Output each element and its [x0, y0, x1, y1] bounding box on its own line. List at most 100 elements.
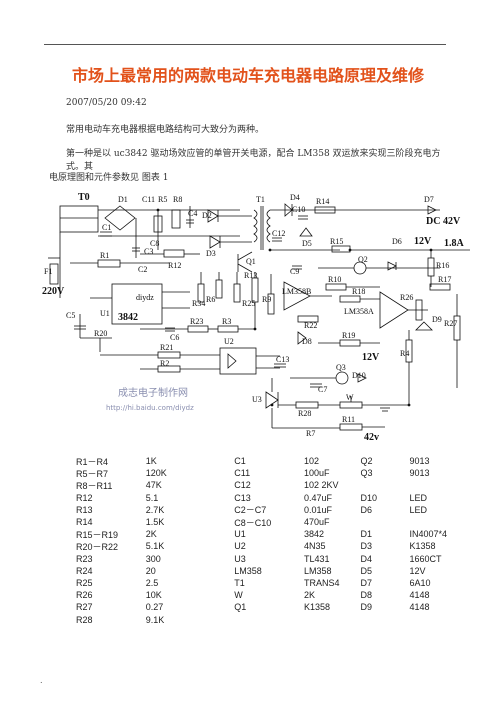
label-R1: R1	[100, 251, 109, 260]
label-v12a: 12V	[414, 236, 432, 247]
circuit-diagram: T0 D1 C11 R5 R8 C4 D2 T1 D4 C10 R14 D7 D…	[40, 188, 470, 443]
parts-cell: 20	[145, 565, 156, 576]
parts-cell: U1	[234, 529, 246, 540]
parts-cell: 4N35	[303, 541, 326, 552]
parts-cell: C13	[234, 492, 251, 503]
label-R25: R25	[242, 299, 255, 308]
parts-cell: K1358	[303, 602, 330, 613]
parts-cell: 9013	[409, 456, 430, 467]
parts-cell: R14	[76, 517, 93, 528]
parts-cell: W	[234, 590, 243, 601]
parts-cell: 2.5	[145, 577, 159, 588]
label-C8: C8	[150, 239, 159, 248]
parts-cell: D6	[360, 504, 372, 515]
label-D3: D3	[206, 249, 216, 258]
label-C12: C12	[272, 229, 285, 238]
label-dc42: DC 42V	[426, 216, 461, 227]
intro-paragraph: 常用电动车充电器根据电路结构可大致分为两种。	[66, 125, 265, 135]
circuit-svg: T0 D1 C11 R5 R8 C4 D2 T1 D4 C10 R14 D7 D…	[42, 192, 470, 443]
parts-cell: D5	[360, 565, 372, 576]
header-rule	[44, 44, 446, 45]
page-title: 市场上最常用的两款电动车充电器电路原理及维修	[71, 66, 424, 85]
parts-cell: R27	[76, 602, 93, 613]
description-paragraph: 第一种是以 uc3842 驱动场效应管的单管开关电源，配合 LM358 双运放来…	[66, 149, 441, 172]
description-paragraph-cont: 电原理图和元件参数见 图表 1	[49, 173, 169, 183]
label-R21: R21	[160, 343, 173, 352]
label-R9: R9	[262, 295, 271, 304]
parts-cell: C12	[234, 480, 251, 491]
label-D6: D6	[392, 237, 402, 246]
label-R23: R23	[190, 317, 203, 326]
label-D9: D9	[432, 315, 442, 324]
label-LM358B: LM358B	[282, 287, 311, 296]
label-T1: T1	[256, 195, 265, 204]
label-R10: R10	[328, 275, 341, 284]
parts-cell: 0.27	[145, 602, 164, 613]
parts-cell: 0.01uF	[303, 504, 332, 515]
parts-cell: 100uF	[303, 468, 330, 479]
label-D8: D8	[302, 337, 312, 346]
parts-cell: 120K	[145, 468, 167, 479]
label-D2: D2	[202, 211, 212, 220]
parts-cell: LED	[409, 492, 427, 503]
label-D1: D1	[118, 195, 128, 204]
parts-cell: LED	[409, 504, 427, 515]
parts-cell: 102 2KV	[303, 480, 339, 491]
parts-cell: 1.5K	[145, 517, 165, 528]
label-R18: R18	[352, 287, 365, 296]
label-v12b: 12V	[362, 352, 380, 363]
label-LM358A: LM358A	[344, 307, 374, 316]
label-R16: R16	[436, 261, 449, 270]
parts-cell: 5.1K	[145, 541, 165, 552]
parts-cell: R1－R4	[76, 456, 109, 467]
parts-cell: TRANS4	[303, 577, 340, 588]
parts-cell: 0.47uF	[303, 492, 332, 503]
parts-cell: Q1	[234, 602, 247, 613]
parts-cell: IN4007*4	[409, 529, 447, 540]
parts-cell: D3	[360, 541, 372, 552]
label-R2: R2	[160, 359, 169, 368]
label-U3: U3	[252, 395, 262, 404]
label-amp: 1.8A	[444, 238, 465, 249]
parts-cell: C2－C7	[234, 505, 267, 516]
parts-cell: R25	[76, 577, 93, 588]
label-R22: R22	[304, 321, 317, 330]
parts-cell: R20－R22	[76, 541, 119, 552]
parts-cell: R12	[76, 492, 93, 503]
label-R14: R14	[316, 197, 329, 206]
parts-cell: D7	[360, 577, 372, 588]
label-U1: U1	[100, 309, 110, 318]
label-R12: R12	[168, 261, 181, 270]
label-C5: C5	[66, 311, 75, 320]
label-Q3: Q3	[336, 363, 346, 372]
parts-cell: R26	[76, 590, 93, 601]
parts-row: R12 5.1 C13 0.47uF D10 LED	[76, 492, 466, 504]
label-R17: R17	[438, 275, 451, 284]
parts-cell: R5－R7	[76, 468, 109, 479]
parts-cell: 1660CT	[409, 553, 442, 564]
label-D10: D10	[352, 371, 366, 380]
watermark-url: http://hi.baidu.com/diydz	[106, 404, 194, 412]
label-T0: T0	[78, 192, 90, 203]
label-3842: 3842	[118, 312, 138, 323]
parts-cell: D1	[360, 529, 372, 540]
parts-cell: 5.1	[145, 492, 159, 503]
label-R26: R26	[400, 293, 413, 302]
parts-cell: D10	[360, 492, 377, 503]
label-R7: R7	[306, 429, 315, 438]
label-C3: C3	[144, 247, 153, 256]
watermark-site-name: 成志电子制作网	[118, 386, 188, 399]
parts-cell: 2K	[145, 529, 157, 540]
label-C4: C4	[188, 209, 197, 218]
parts-cell: U3	[234, 553, 246, 564]
label-C6: C6	[170, 333, 179, 342]
parts-cell: T1	[234, 577, 245, 588]
label-R34: R34	[192, 299, 205, 308]
